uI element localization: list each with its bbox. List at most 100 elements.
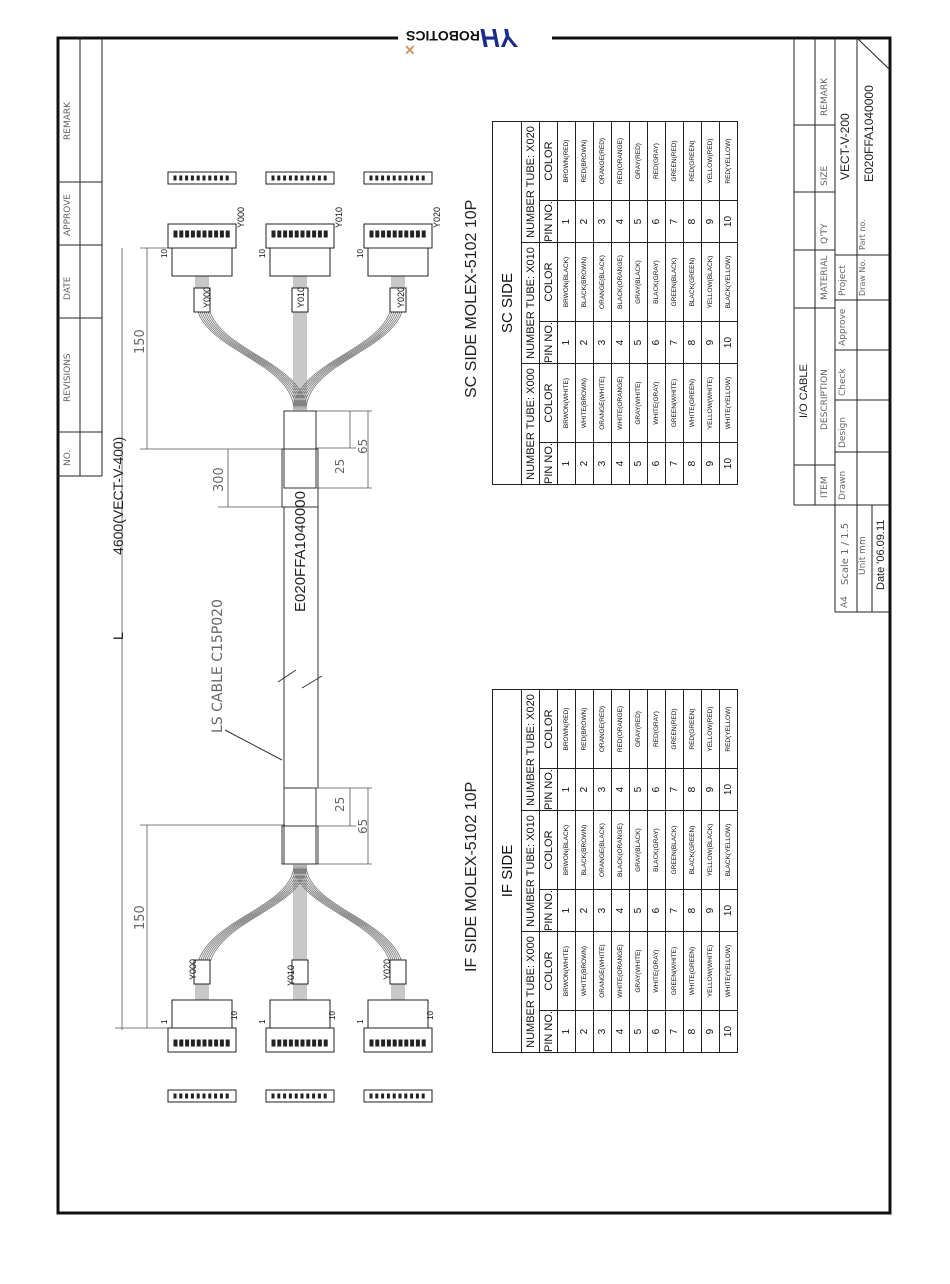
pin-contact	[415, 175, 419, 181]
wire-color: BLACK(GREEN)	[683, 810, 702, 890]
pin-number: 6	[647, 1010, 666, 1053]
pin-contact	[294, 230, 299, 238]
tube-label-y000-top-conn: Y000	[236, 206, 246, 228]
pin-contact	[323, 1093, 327, 1099]
pin-contact	[196, 1093, 200, 1099]
pin-contact	[386, 1039, 391, 1047]
pin-number: 2	[575, 321, 594, 364]
wire-color: RED(GREEN)	[683, 689, 702, 769]
pin-contact	[381, 1093, 385, 1099]
wire-color: BROWN(RED)	[557, 121, 576, 201]
pin-contact	[323, 230, 328, 238]
pin-contact	[196, 1039, 201, 1047]
wire	[205, 276, 305, 412]
cable-type-label: LS CABLE C15P020	[210, 599, 226, 733]
pin-contact	[179, 1093, 183, 1099]
pin-contact	[179, 1039, 184, 1047]
pin-contact	[185, 175, 189, 181]
pin-contact	[225, 230, 230, 238]
pin-contact	[208, 1093, 212, 1099]
pin-contact	[271, 175, 275, 181]
pin-number: 9	[701, 889, 720, 932]
wire-color: BROWN(RED)	[557, 689, 576, 769]
pin-contact	[421, 230, 426, 238]
sc-table-title: SC SIDE MOLEX-5102 10P	[463, 199, 480, 398]
pin-number: 4	[611, 1010, 630, 1053]
length-dimension: L 4600(VECT-V-400)	[110, 437, 126, 640]
logo-mark: HY	[480, 23, 517, 53]
dim-150-bottom: 150	[133, 905, 148, 930]
pin-number: 10	[719, 1010, 738, 1053]
wire	[197, 863, 297, 1000]
tube-sleeve-bottom	[389, 959, 407, 985]
tb-description: I/O CABLE	[798, 364, 810, 418]
wire	[295, 863, 395, 1000]
pin-number: 4	[611, 442, 630, 485]
tube-sleeve-bottom	[291, 959, 309, 985]
tb-drawn: Drawn	[838, 470, 848, 500]
pin-contact	[179, 175, 183, 181]
pin-contact	[190, 175, 194, 181]
pin-contact	[288, 1039, 293, 1047]
wire-color: YELLOW(RED)	[701, 689, 720, 769]
pin-number: 2	[575, 1010, 594, 1053]
tube-label-y000-top: Y000	[202, 286, 212, 308]
connector-if-body	[367, 999, 429, 1029]
pin-number: 3	[593, 889, 612, 932]
wire	[195, 863, 295, 1000]
wire	[299, 276, 399, 412]
pin10-label-top-1: 10	[258, 249, 267, 258]
pin-contact	[410, 1093, 414, 1099]
rev-remark: REMARK	[63, 101, 73, 140]
pin10-label-bottom-2: 10	[426, 1011, 435, 1020]
wire-color: WHITE(YELLOW)	[719, 931, 738, 1011]
dim-25-bottom: 25	[333, 796, 347, 812]
pin-number: 9	[701, 768, 720, 811]
tube-label-y020-bottom: Y020	[382, 958, 392, 980]
pin-contact	[185, 1093, 189, 1099]
pin-contact	[317, 230, 322, 238]
wire-color: RED(YELLOW)	[719, 121, 738, 201]
tube-sleeve-bottom	[193, 959, 211, 985]
pin-contact	[404, 175, 408, 181]
company-logo: HY ROBOTICS ✕	[398, 22, 552, 58]
pin-number: 3	[593, 200, 612, 243]
wire-color: BRWON(WHITE)	[557, 363, 576, 443]
wire-color: ORANGE(RED)	[593, 121, 612, 201]
pin-contact	[375, 175, 379, 181]
pin-number: 7	[665, 889, 684, 932]
if-table-title: IF SIDE MOLEX-5102 10P	[463, 781, 480, 972]
tube-group-header: NUMBER TUBE: X020	[521, 689, 540, 811]
pin-number: 3	[593, 768, 612, 811]
wire	[297, 276, 397, 412]
pin-contact	[375, 230, 380, 238]
pin-contact	[317, 1093, 321, 1099]
wire	[305, 276, 405, 412]
tube-label-y010-top: Y010	[296, 286, 306, 308]
pin-contact	[294, 175, 298, 181]
wire-color: GRAY(RED)	[629, 121, 648, 201]
pin-contact	[271, 1093, 275, 1099]
pin-number: 9	[701, 321, 720, 364]
tube-label-y010-bottom: Y010	[286, 964, 296, 986]
wire-color: RED(GRAY)	[647, 121, 666, 201]
pin1-label-bottom-1: 1	[258, 1019, 267, 1024]
pin-contact	[392, 1039, 397, 1047]
pin-contact	[375, 1093, 379, 1099]
wire	[201, 276, 301, 412]
pin-contact	[306, 1039, 311, 1047]
pin-contact	[421, 1093, 425, 1099]
pin-contact	[300, 1093, 304, 1099]
pin-number: 4	[611, 889, 630, 932]
wire	[293, 863, 393, 1000]
pin-contact	[386, 230, 391, 238]
wire-color: WHITE(GRAY)	[647, 931, 666, 1011]
pin-number: 8	[683, 200, 702, 243]
wire-color: BLACK(GREEN)	[683, 242, 702, 322]
wire-color: WHITE(BROWN)	[575, 363, 594, 443]
pin-contact	[283, 175, 287, 181]
pin-contact	[225, 1093, 229, 1099]
color-header: COLOR	[539, 931, 558, 1011]
